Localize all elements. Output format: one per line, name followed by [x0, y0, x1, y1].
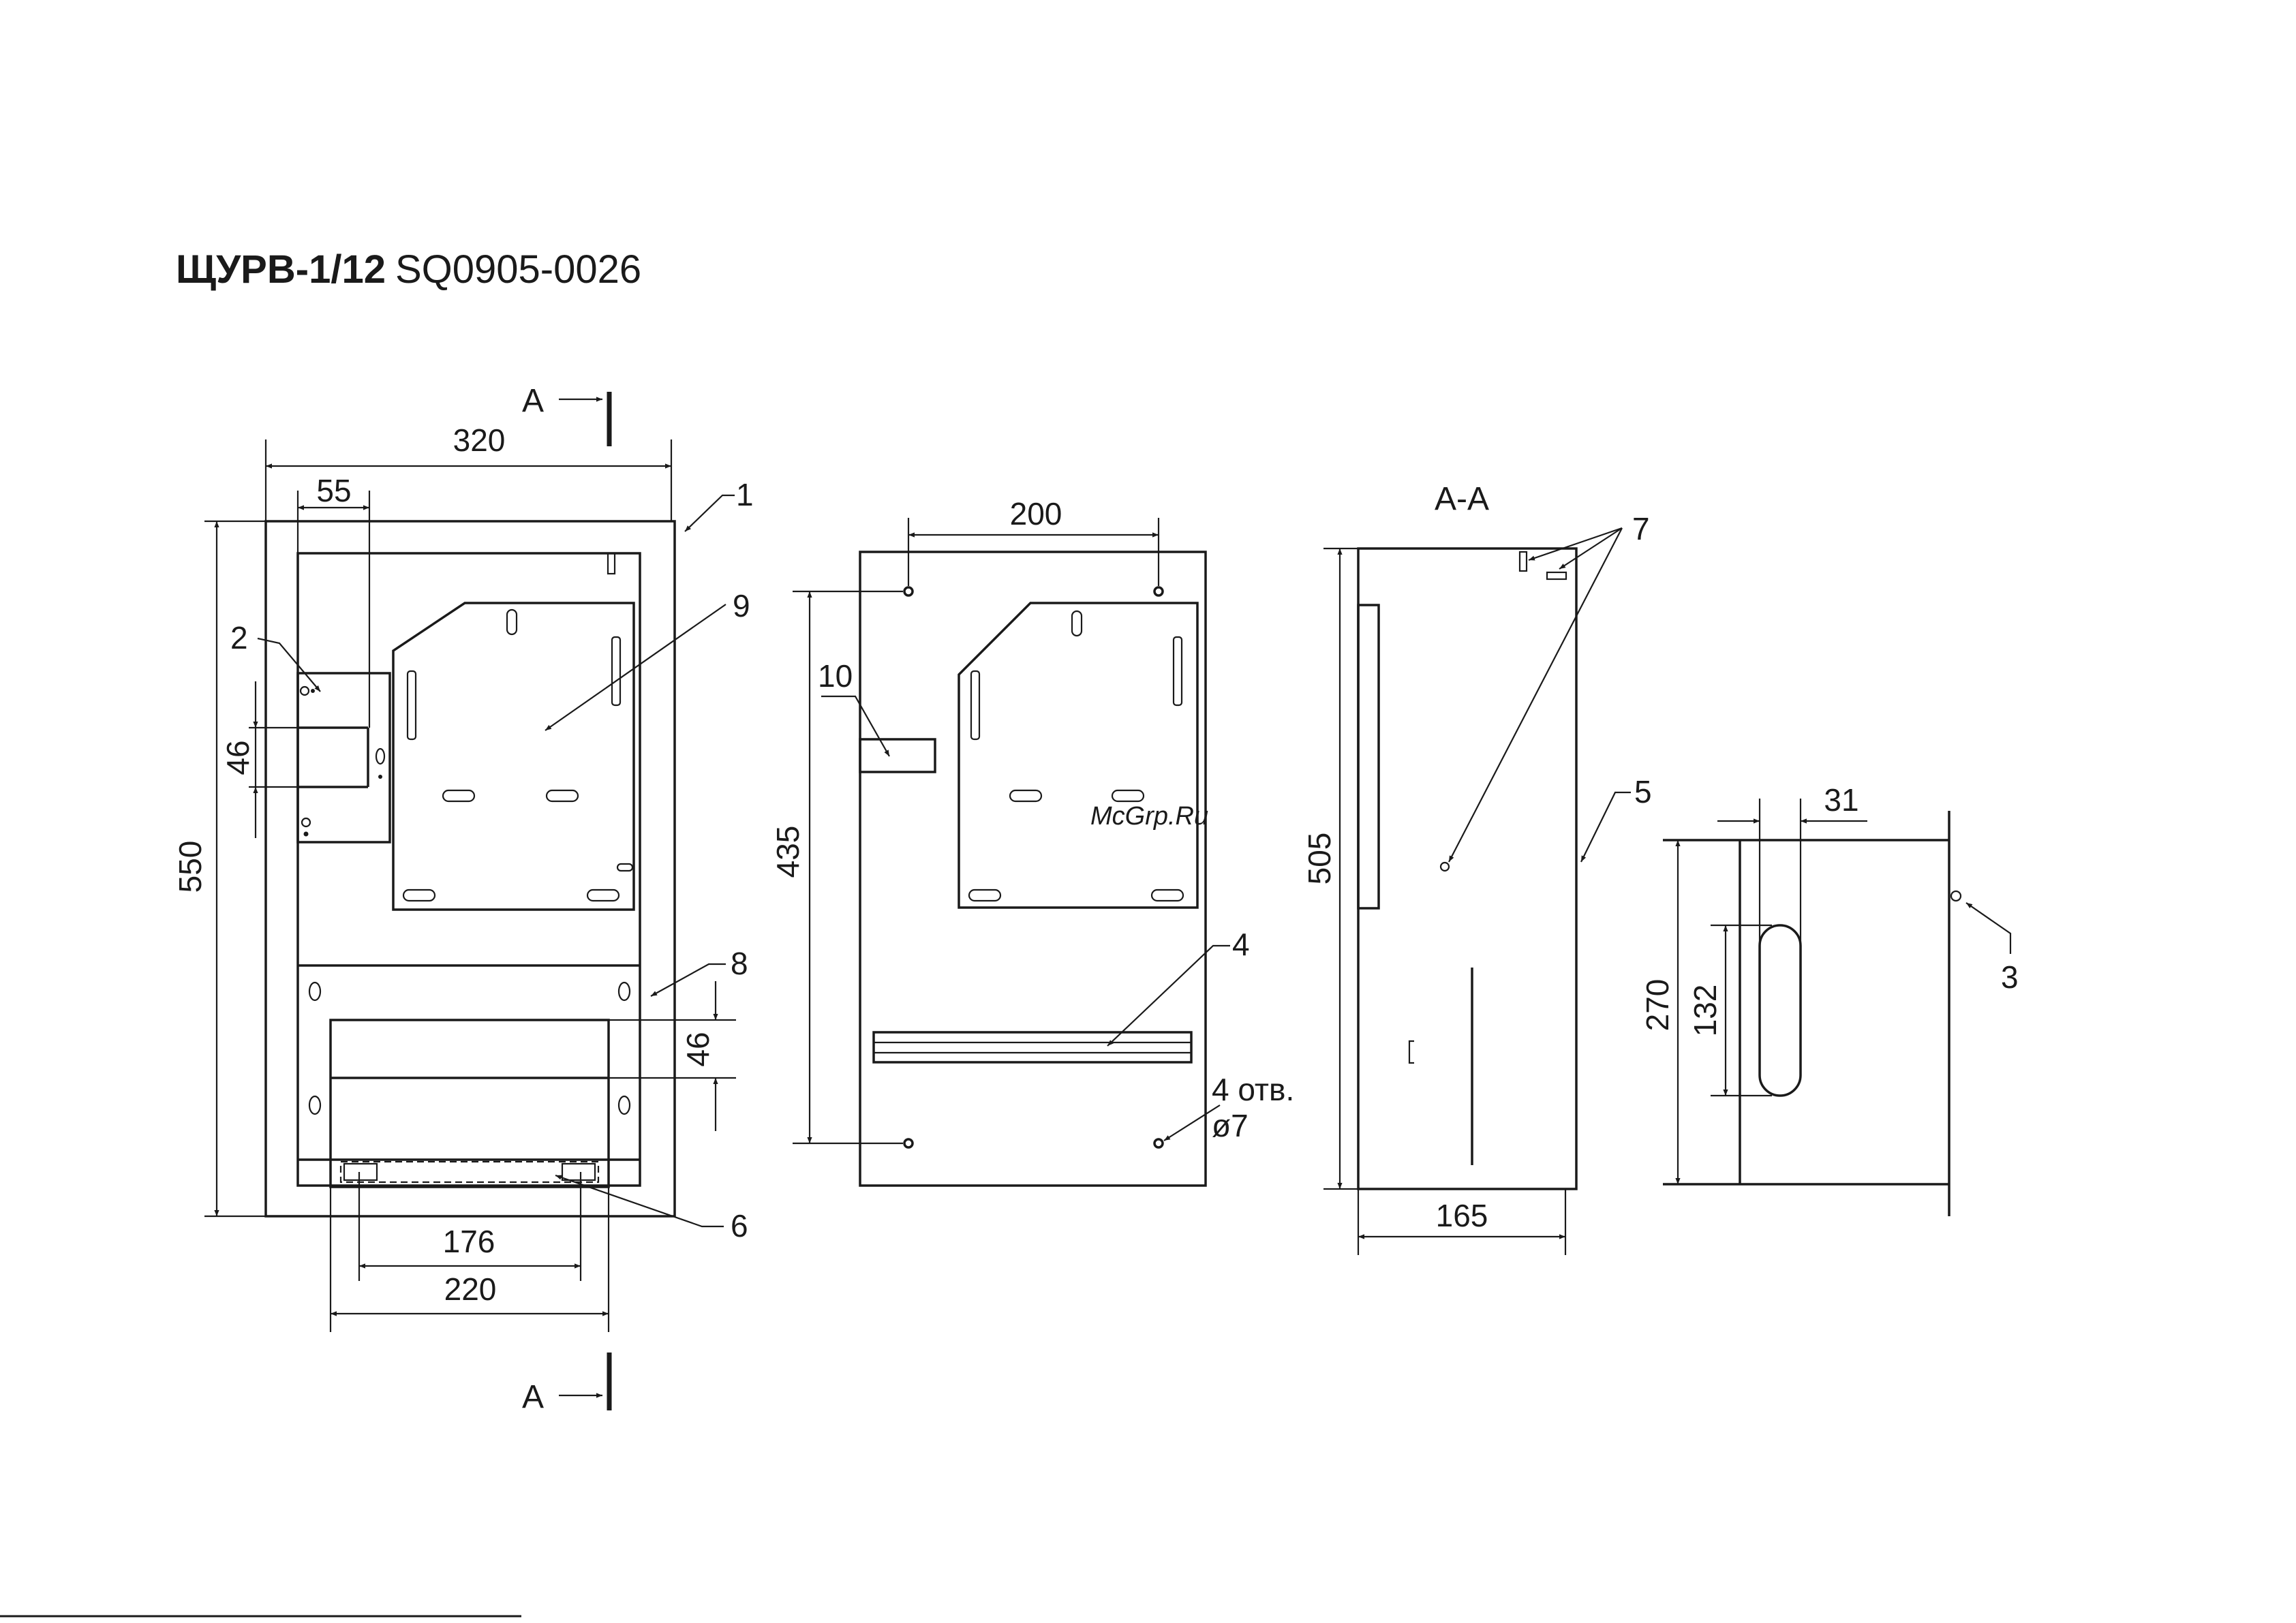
- callout-8: 8: [731, 946, 748, 981]
- holes-note-diameter: ø7: [1212, 1108, 1249, 1143]
- door-detail: 31 270 132 3: [1640, 782, 2019, 1216]
- section-door-edge: [1358, 605, 1379, 908]
- holes-note-count: 4 отв.: [1212, 1072, 1294, 1107]
- callout-9: 9: [733, 588, 750, 623]
- front-inner-panel: [298, 553, 640, 1186]
- din-rail: [874, 1032, 1191, 1062]
- dim-slot-132: 132: [1687, 985, 1723, 1037]
- back-mounting-plate: [959, 603, 1197, 908]
- section-marker-bottom: А: [522, 1379, 544, 1415]
- section-label: А-А: [1435, 481, 1489, 517]
- dim-holes-435: 435: [770, 826, 806, 878]
- dim-inner-220: 220: [444, 1271, 497, 1307]
- callout-3: 3: [2001, 959, 2019, 995]
- back-bracket: [860, 739, 935, 772]
- back-view: 200 435 10 4 4 отв. ø7: [770, 496, 1294, 1186]
- dim-width-320: 320: [453, 422, 506, 458]
- callout-6: 6: [731, 1208, 748, 1243]
- mounting-plate: [393, 603, 634, 910]
- dim-offset-55: 55: [316, 473, 351, 508]
- front-view: 320 55 550 46 46 176 220: [172, 383, 754, 1415]
- dim-height-550: 550: [172, 841, 208, 893]
- section-body: [1358, 548, 1576, 1189]
- dim-inner-176: 176: [443, 1224, 495, 1259]
- callout-5: 5: [1634, 774, 1652, 809]
- dim-holes-200: 200: [1010, 496, 1062, 531]
- dim-height-270: 270: [1640, 979, 1675, 1032]
- door-handle-slot: [1760, 925, 1801, 1096]
- dim-height-505: 505: [1302, 833, 1337, 885]
- callout-7: 7: [1632, 511, 1650, 546]
- back-frame: [860, 552, 1206, 1186]
- watermark: McGrp.Ru: [1090, 802, 1208, 831]
- section-marker-top: А: [522, 383, 544, 419]
- din-compartment: [331, 1020, 609, 1187]
- callout-10: 10: [818, 658, 853, 694]
- dim-depth-165: 165: [1436, 1198, 1488, 1233]
- dim-din-46: 46: [680, 1032, 716, 1066]
- callout-4: 4: [1232, 927, 1250, 962]
- section-view: А-А 505 165 7 5: [1302, 481, 1652, 1255]
- callout-2: 2: [230, 620, 248, 655]
- front-frame: [266, 521, 675, 1216]
- callout-1: 1: [736, 477, 754, 512]
- dim-width-31: 31: [1824, 782, 1858, 818]
- dim-plate-46: 46: [220, 740, 256, 775]
